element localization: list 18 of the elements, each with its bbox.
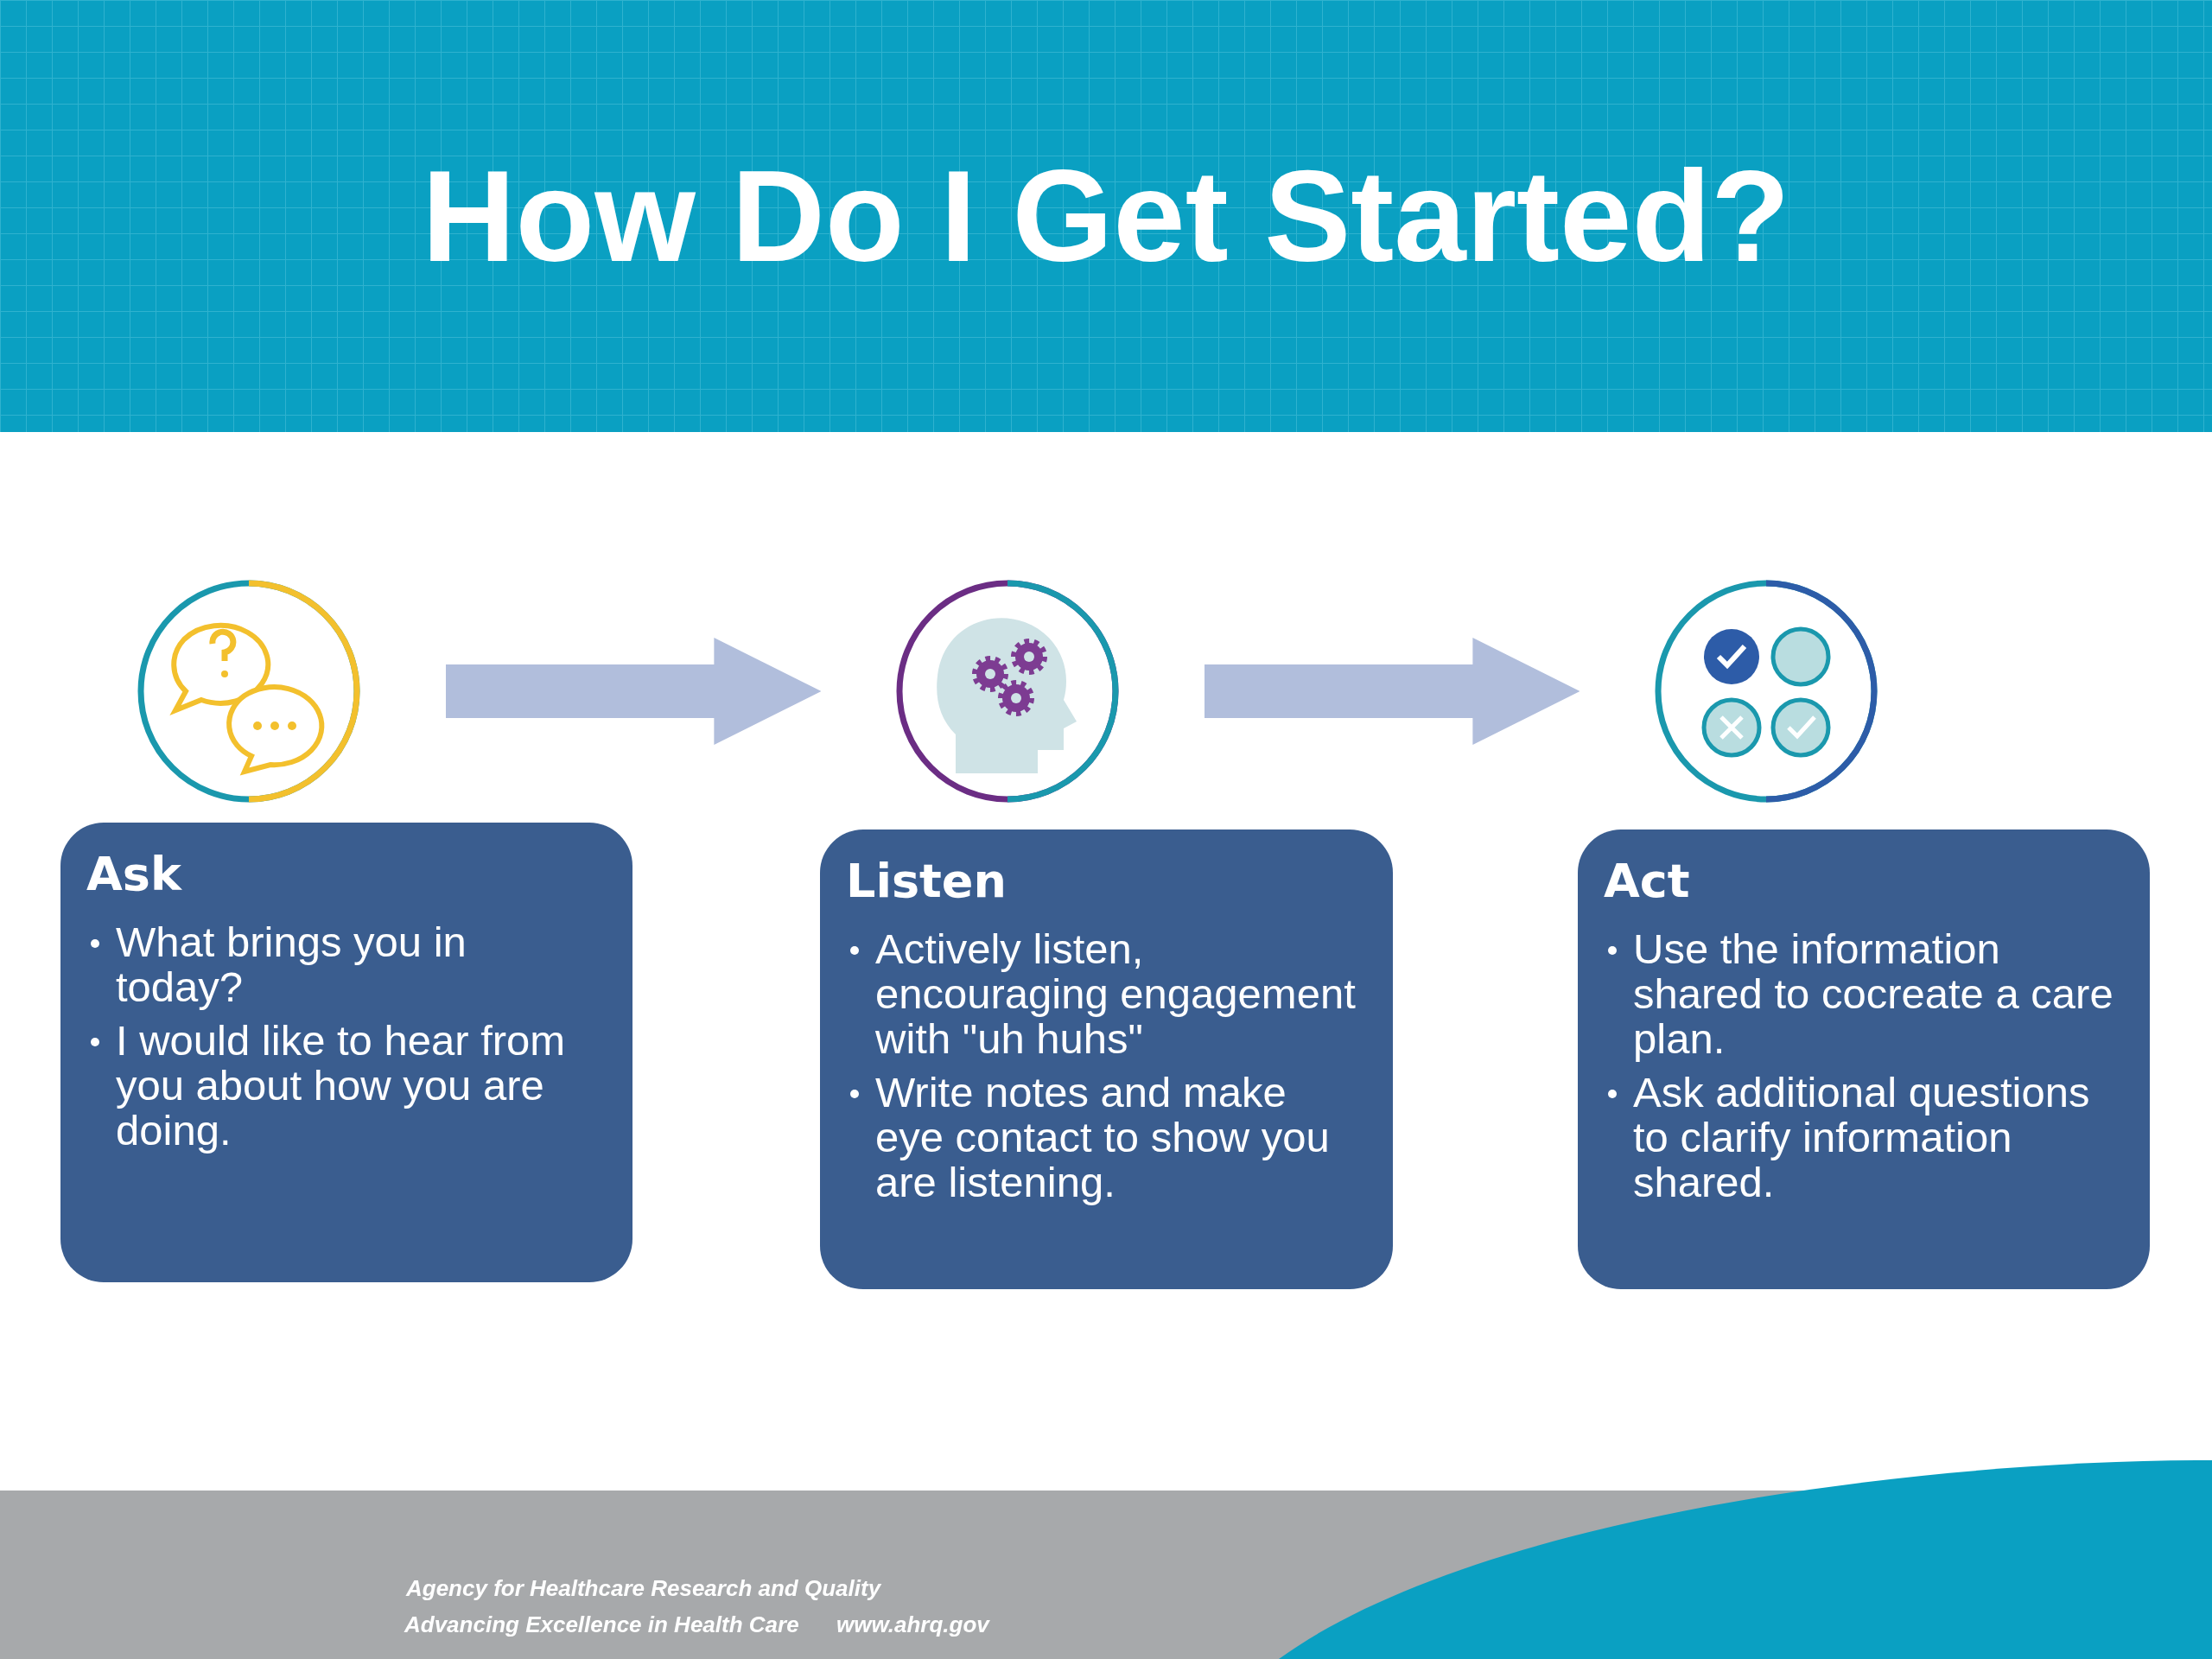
block-arrow (446, 638, 822, 745)
step-box (1578, 830, 2150, 1289)
footer-text: Advancing Excellence in Health Care (404, 1611, 799, 1638)
slide-title: How Do I Get Started? (421, 143, 1791, 290)
footer-text: www.ahrq.gov (836, 1611, 989, 1638)
footer-text: Agency for Healthcare Research and Quality (406, 1574, 881, 1602)
block-arrow (1205, 638, 1580, 745)
step-heading: Ask (86, 847, 181, 902)
bullet-text: What brings you in today? (116, 919, 467, 1009)
bullet-text: Actively listen, encouraging engagement with "uh huhs" (875, 926, 1357, 1061)
step-box (820, 830, 1393, 1289)
bullet-text: Write notes and make eye contact to show you are listening. (875, 1070, 1331, 1205)
step-heading: Listen (846, 854, 1007, 909)
bullet-text: Ask additional questions to clarify information shared. (1633, 1070, 2091, 1205)
step-heading: Act (1604, 854, 1690, 909)
step-box (60, 823, 632, 1282)
bullet-text: Use the information shared to cocreate a care plan. (1633, 926, 2114, 1061)
bullet-text: I would like to hear from you about how you are doing. (116, 1018, 567, 1153)
